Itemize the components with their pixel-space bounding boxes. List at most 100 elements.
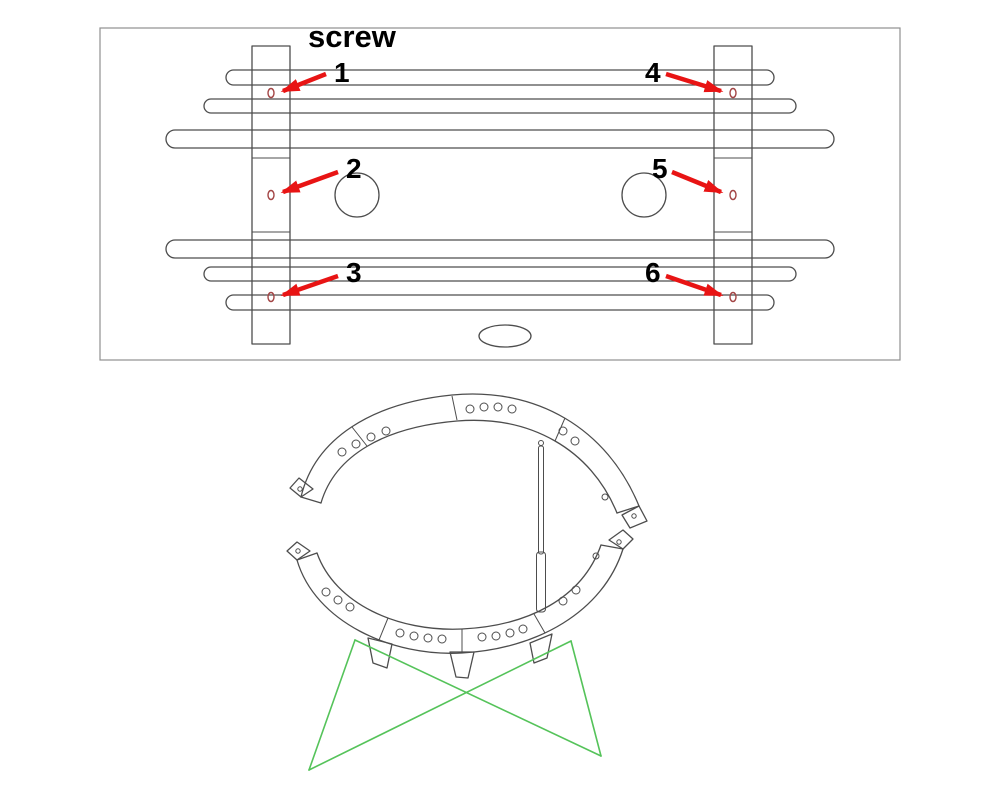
rivet-hole <box>395 628 405 638</box>
callout-2-arrow-icon <box>280 169 339 195</box>
perspective-view-diagram <box>286 393 648 771</box>
callout-6-arrow-icon <box>665 273 724 298</box>
callout-4-arrow-icon <box>665 71 724 94</box>
callout-1-number: 1 <box>334 57 350 88</box>
band-end-face <box>600 544 624 550</box>
band-joint-line <box>351 426 368 447</box>
callout-5: 5 <box>652 153 724 195</box>
crossbar-top-3 <box>165 129 835 149</box>
lower-band-holes <box>321 585 581 644</box>
band-end-face <box>616 505 640 514</box>
support-rod <box>536 440 546 613</box>
callout-2: 2 <box>280 153 362 195</box>
rod-shaft <box>538 445 544 555</box>
stand-leg-line <box>354 639 602 757</box>
screw-hole-3 <box>267 291 275 303</box>
callout-2-number: 2 <box>346 153 362 184</box>
screw-hole-1 <box>267 87 275 99</box>
rivet-hole <box>409 631 419 641</box>
diagram-frame <box>99 27 901 361</box>
rivet-hole <box>493 402 503 412</box>
rivet-hole <box>571 585 581 595</box>
rivet-hole <box>558 596 568 606</box>
screw-hole-6 <box>729 291 737 303</box>
end-bracket <box>289 477 314 498</box>
band-joint-line <box>378 617 389 641</box>
callout-3-number: 3 <box>346 257 362 288</box>
stand-legs <box>308 639 602 771</box>
rivet-hole <box>423 633 433 643</box>
rivet-hole <box>491 631 501 641</box>
right-rail <box>713 45 753 345</box>
top-view-diagram: screw 1 2 3 4 5 6 <box>99 19 901 361</box>
callout-4-number: 4 <box>645 57 661 88</box>
bracket-pin-hole <box>616 539 622 545</box>
upper-band-outer-edge <box>300 393 640 507</box>
mounting-flap <box>449 651 475 679</box>
stand-leg-line <box>308 640 572 771</box>
callout-3: 3 <box>280 257 362 298</box>
upper-band-holes <box>337 402 580 457</box>
band-end-face <box>296 552 318 561</box>
left-rail <box>251 45 291 345</box>
band-joint-line <box>451 395 458 421</box>
callout-4: 4 <box>645 57 724 94</box>
upper-band-inner-edge <box>320 419 618 514</box>
crossbars <box>165 69 835 311</box>
screw-holes <box>267 87 737 303</box>
lower-curved-band <box>286 529 634 679</box>
callout-6: 6 <box>645 257 724 298</box>
rivet-hole <box>345 602 355 612</box>
end-bracket <box>286 541 311 561</box>
band-end-face <box>300 496 322 504</box>
rod-top-pin <box>538 440 544 446</box>
end-bracket <box>608 529 634 550</box>
upper-curved-band <box>289 393 648 529</box>
screw-heading: screw <box>308 19 397 54</box>
rivet-hole <box>570 436 580 446</box>
callout-6-number: 6 <box>645 257 661 288</box>
callout-5-number: 5 <box>652 153 668 184</box>
crossbar-top-1 <box>225 69 775 86</box>
band-joint-line <box>533 613 546 634</box>
rivet-hole <box>321 587 331 597</box>
left-rail-body <box>251 45 291 345</box>
large-hole-right <box>621 172 667 218</box>
callout-5-arrow-icon <box>671 169 724 195</box>
bracket-pin-hole <box>631 513 637 519</box>
rivet-hole <box>337 447 347 457</box>
rivet-hole <box>479 402 489 412</box>
band-joint-line <box>554 417 566 442</box>
stand-leg-line <box>570 640 602 757</box>
lower-band-inner-edge <box>316 544 602 630</box>
crossbar-bottom-1 <box>165 239 835 259</box>
bracket-pin-hole <box>297 486 303 492</box>
right-rail-body <box>713 45 753 345</box>
rivet-hole <box>437 634 447 644</box>
mounting-flap <box>529 633 553 664</box>
rivet-hole <box>381 426 391 436</box>
crossbar-top-2 <box>203 98 797 114</box>
callout-3-arrow-icon <box>280 273 339 298</box>
callout-1: 1 <box>280 57 350 94</box>
screw-hole-4 <box>729 87 737 99</box>
rivet-hole <box>601 493 609 501</box>
screw-hole-5 <box>729 189 737 201</box>
crossbar-bottom-2 <box>203 266 797 282</box>
rivet-hole <box>507 404 517 414</box>
rivet-hole <box>592 552 600 560</box>
rivet-hole <box>477 632 487 642</box>
rivet-hole <box>333 595 343 605</box>
rivet-hole <box>366 432 376 442</box>
large-hole-left <box>334 172 380 218</box>
rod-cylinder <box>536 551 546 613</box>
rivet-hole <box>558 426 568 436</box>
end-bracket <box>621 505 648 529</box>
rivet-hole <box>351 439 361 449</box>
screw-hole-2 <box>267 189 275 201</box>
rivet-hole <box>465 404 475 414</box>
oval-slot <box>478 324 532 348</box>
lower-band-outer-edge <box>296 548 624 654</box>
